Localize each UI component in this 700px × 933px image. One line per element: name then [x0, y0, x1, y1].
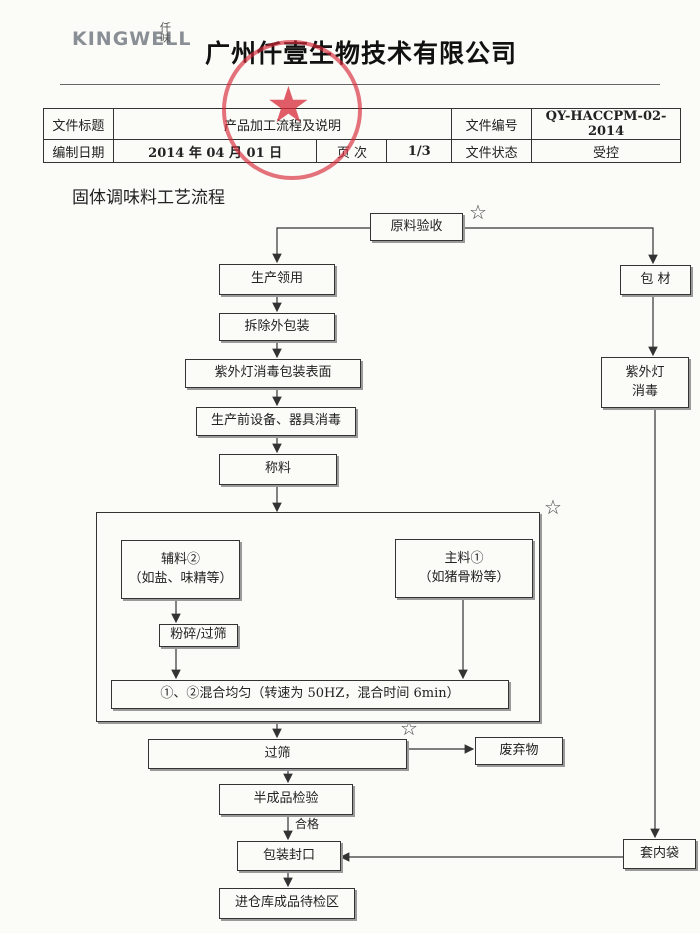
uv-disinfect-box: 紫外灯 消毒 [601, 357, 689, 408]
doc-status-value: 受控 [531, 139, 681, 163]
ccp-star-icon: ☆ [400, 716, 418, 740]
company-seal-stamp [222, 40, 362, 180]
waste-box: 废弃物 [475, 737, 563, 765]
main-material-examples: （如猪骨粉等） [418, 569, 510, 585]
uv-disinfect-line2: 消毒 [631, 383, 658, 399]
header-divider [60, 84, 660, 85]
mixing-section-container [96, 512, 540, 722]
pack-seal-box: 包装封口 [237, 841, 341, 871]
auxiliary-material-examples: （如盐、味精等） [128, 570, 233, 586]
main-material-title: 主料① [444, 550, 484, 566]
label-compile-date: 编制日期 [43, 139, 114, 163]
weighing-box: 称料 [219, 454, 337, 485]
unpack-box: 拆除外包装 [219, 313, 335, 341]
ccp-star-icon: ☆ [469, 200, 487, 224]
auxiliary-material-box: 辅料② （如盐、味精等） [121, 540, 240, 599]
auxiliary-material-title: 辅料② [160, 551, 200, 567]
seal-star-icon: ★ [266, 76, 311, 134]
label-doc-status: 文件状态 [451, 139, 533, 163]
crush-sieve-box: 粉碎/过筛 [159, 624, 238, 647]
page-value: 1/3 [386, 139, 453, 163]
packaging-material-box: 包 材 [620, 265, 691, 295]
main-material-box: 主料① （如猪骨粉等） [395, 539, 533, 598]
mixing-box: ①、②混合均匀（转速为 50HZ，混合时间 6min） [111, 680, 509, 709]
uv-disinfect-line1: 紫外灯 [625, 364, 665, 380]
raw-material-inspection-box: 原料验收 [370, 213, 463, 241]
semi-product-inspection-box: 半成品检验 [219, 784, 353, 815]
label-doc-title: 文件标题 [43, 108, 114, 140]
pass-label: 合格 [295, 817, 320, 831]
uv-surface-disinfect-box: 紫外灯消毒包装表面 [185, 359, 361, 388]
logo-chinese: 仟味 [160, 21, 171, 45]
ccp-star-icon: ☆ [544, 495, 562, 519]
inner-bag-box: 套内袋 [623, 839, 696, 869]
company-logo: KINGWELL [72, 28, 192, 50]
label-doc-number: 文件编号 [451, 108, 533, 140]
production-pick-box: 生产领用 [219, 264, 335, 295]
sieve-box: 过筛 [148, 739, 407, 769]
equipment-disinfect-box: 生产前设备、器具消毒 [196, 407, 356, 436]
flow-heading: 固体调味料工艺流程 [72, 188, 225, 208]
warehouse-box: 进仓库成品待检区 [219, 888, 355, 919]
